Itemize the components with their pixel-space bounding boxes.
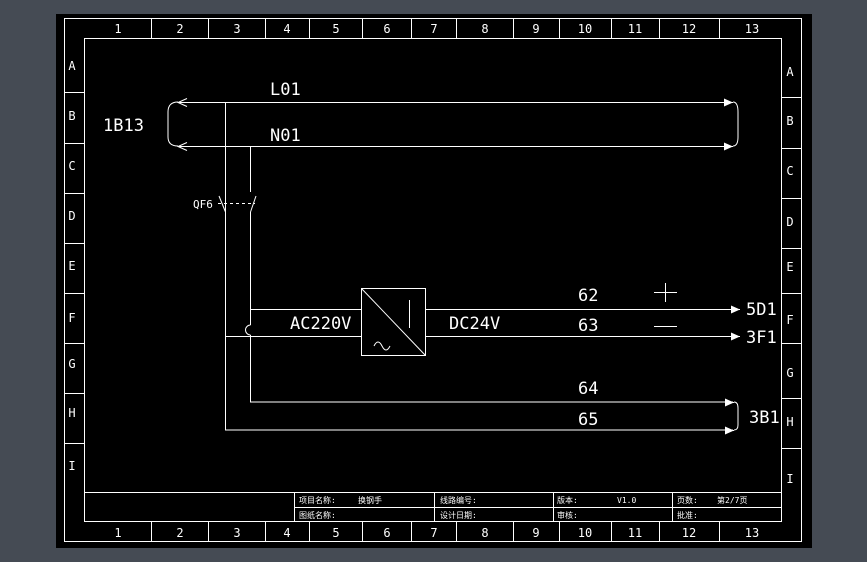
col-label: 5 xyxy=(332,526,339,540)
col-label: 7 xyxy=(430,526,437,540)
col-label: 8 xyxy=(481,526,488,540)
col-label: 12 xyxy=(682,22,696,36)
col-label: 12 xyxy=(682,526,696,540)
drawing-sheet xyxy=(56,14,812,548)
row-label: E xyxy=(68,259,75,273)
page-value: 第2/7页 xyxy=(717,495,747,505)
ac-wave-icon xyxy=(373,341,391,351)
wire-n-to-64 xyxy=(250,335,733,403)
col-label: 13 xyxy=(745,526,759,540)
wire-64-label: 64 xyxy=(578,379,598,399)
drawing-name-label: 图纸名称: xyxy=(299,510,336,520)
converter-diagonal xyxy=(361,288,426,356)
approve-label: 批准: xyxy=(677,510,698,520)
title-block-frame xyxy=(84,492,781,521)
row-label: I xyxy=(68,459,75,473)
outer-frame xyxy=(64,18,802,542)
col-label: 11 xyxy=(628,526,642,540)
dest-3b1-label: 3B1 xyxy=(749,408,780,428)
review-label: 审核: xyxy=(557,510,578,520)
line-l-label: L01 xyxy=(270,80,301,100)
row-label: C xyxy=(786,164,793,178)
wire-65-label: 65 xyxy=(578,410,598,430)
col-label: 7 xyxy=(430,22,437,36)
dest-3f1-label: 3F1 xyxy=(746,328,777,348)
power-converter xyxy=(361,288,426,356)
col-label: 11 xyxy=(628,22,642,36)
row-label: D xyxy=(786,215,793,229)
row-label: G xyxy=(68,357,75,371)
col-label: 4 xyxy=(283,22,290,36)
col-label: 13 xyxy=(745,22,759,36)
drawing-no-label: 线路编号: xyxy=(440,495,477,505)
project-name-label: 项目名称: xyxy=(299,495,336,505)
col-label: 8 xyxy=(481,22,488,36)
row-label: B xyxy=(68,109,75,123)
input-voltage-label: AC220V xyxy=(290,314,351,334)
row-label: C xyxy=(68,159,75,173)
bus-brace-left xyxy=(167,101,179,147)
row-label: H xyxy=(68,406,75,420)
row-dividers xyxy=(64,92,801,449)
row-label: I xyxy=(786,472,793,486)
row-label: H xyxy=(786,415,793,429)
breaker-blade-n xyxy=(250,195,257,213)
col-label: 1 xyxy=(114,526,121,540)
col-label: 1 xyxy=(114,22,121,36)
project-name-value: 换钢手 xyxy=(358,495,382,505)
col-label: 2 xyxy=(176,526,183,540)
column-dividers xyxy=(151,18,720,541)
row-label: G xyxy=(786,366,793,380)
row-label: A xyxy=(68,59,76,73)
row-label: D xyxy=(68,209,75,223)
bus-ref-label: 1B13 xyxy=(103,116,144,136)
page-label: 页数: xyxy=(677,495,698,505)
col-label: 5 xyxy=(332,22,339,36)
row-label: F xyxy=(68,311,75,325)
col-label: 6 xyxy=(383,526,390,540)
breaker-blade-l xyxy=(218,195,226,213)
design-date-label: 设计日期: xyxy=(440,510,477,520)
row-label: E xyxy=(786,260,793,274)
version-label: 版本: xyxy=(557,495,578,505)
output-voltage-label: DC24V xyxy=(449,314,500,334)
col-label: 9 xyxy=(532,22,539,36)
wire-63-label: 63 xyxy=(578,316,598,336)
wire-crossover-hop xyxy=(245,324,251,336)
col-label: 10 xyxy=(578,526,592,540)
row-label: A xyxy=(786,65,794,79)
dest-5d1-label: 5D1 xyxy=(746,300,777,320)
row-label: B xyxy=(786,114,793,128)
bus-brace-3b1 xyxy=(733,401,739,431)
col-label: 3 xyxy=(233,526,240,540)
col-label: 4 xyxy=(283,526,290,540)
inner-frame xyxy=(84,38,782,522)
wire-62-label: 62 xyxy=(578,286,598,306)
col-label: 9 xyxy=(532,526,539,540)
version-value: V1.0 xyxy=(617,496,636,505)
line-n-label: N01 xyxy=(270,126,301,146)
col-label: 2 xyxy=(176,22,183,36)
col-label: 10 xyxy=(578,22,592,36)
col-label: 6 xyxy=(383,22,390,36)
col-label: 3 xyxy=(233,22,240,36)
bus-brace-right xyxy=(732,101,739,147)
row-label: F xyxy=(786,313,793,327)
breaker-label: QF6 xyxy=(193,198,213,211)
